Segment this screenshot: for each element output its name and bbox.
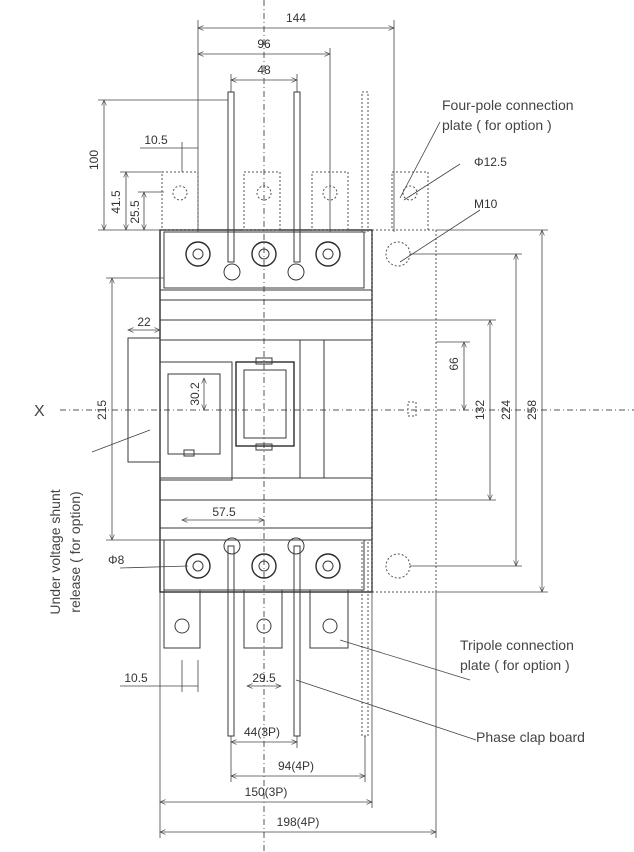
dim-66: 66 — [447, 357, 461, 371]
dim-25-5: 25.5 — [128, 200, 142, 224]
four-pole-label-line1: Four-pole connection — [442, 97, 574, 113]
shunt-label-line1: Under voltage shunt — [47, 489, 63, 614]
dim-29-5: 29.5 — [252, 671, 276, 685]
dim-96: 96 — [257, 37, 271, 51]
four-pole-label-line2: plate ( for option ) — [442, 117, 552, 133]
dim-phi8: Φ8 — [108, 553, 125, 567]
dim-132: 132 — [473, 400, 487, 420]
leader-lines — [91, 121, 481, 741]
dim-30-2: 30.2 — [188, 382, 202, 406]
dim-10-5-bottom: 10.5 — [124, 671, 148, 685]
dim-22: 22 — [137, 315, 151, 329]
dim-phi12-5: Φ12.5 — [474, 155, 507, 169]
dim-144: 144 — [286, 11, 306, 25]
dim-44: 44(3P) — [244, 725, 280, 739]
breaker-body — [127, 229, 373, 593]
callout-text: X Four-pole connection plate ( for optio… — [34, 97, 585, 745]
dim-10-5-top: 10.5 — [144, 133, 168, 147]
dim-41-5: 41.5 — [109, 190, 123, 214]
bottom-terminals — [163, 537, 365, 737]
dim-215: 215 — [95, 400, 109, 420]
dim-94: 94(4P) — [278, 759, 314, 773]
dim-150: 150(3P) — [245, 785, 288, 799]
dimension-text: 144 96 48 10.5 100 41.5 25.5 215 22 30.2… — [87, 11, 539, 829]
dimension-lines — [98, 20, 548, 838]
dim-57-5: 57.5 — [212, 505, 236, 519]
dim-100: 100 — [87, 150, 101, 170]
dim-224: 224 — [499, 400, 513, 420]
axis-x-label: X — [34, 403, 45, 420]
tripole-label-line2: plate ( for option ) — [460, 657, 570, 673]
tripole-label-line1: Tripole connection — [460, 637, 574, 653]
dim-m10: M10 — [474, 197, 498, 211]
dim-48: 48 — [257, 63, 271, 77]
center-lines — [60, 0, 634, 852]
dim-258: 258 — [525, 400, 539, 420]
top-terminals — [163, 91, 365, 289]
dim-198: 198(4P) — [277, 815, 320, 829]
phase-clap-label: Phase clap board — [476, 729, 585, 745]
four-pole-outline — [161, 91, 437, 737]
shunt-label-line2: release ( for option) — [67, 491, 83, 612]
